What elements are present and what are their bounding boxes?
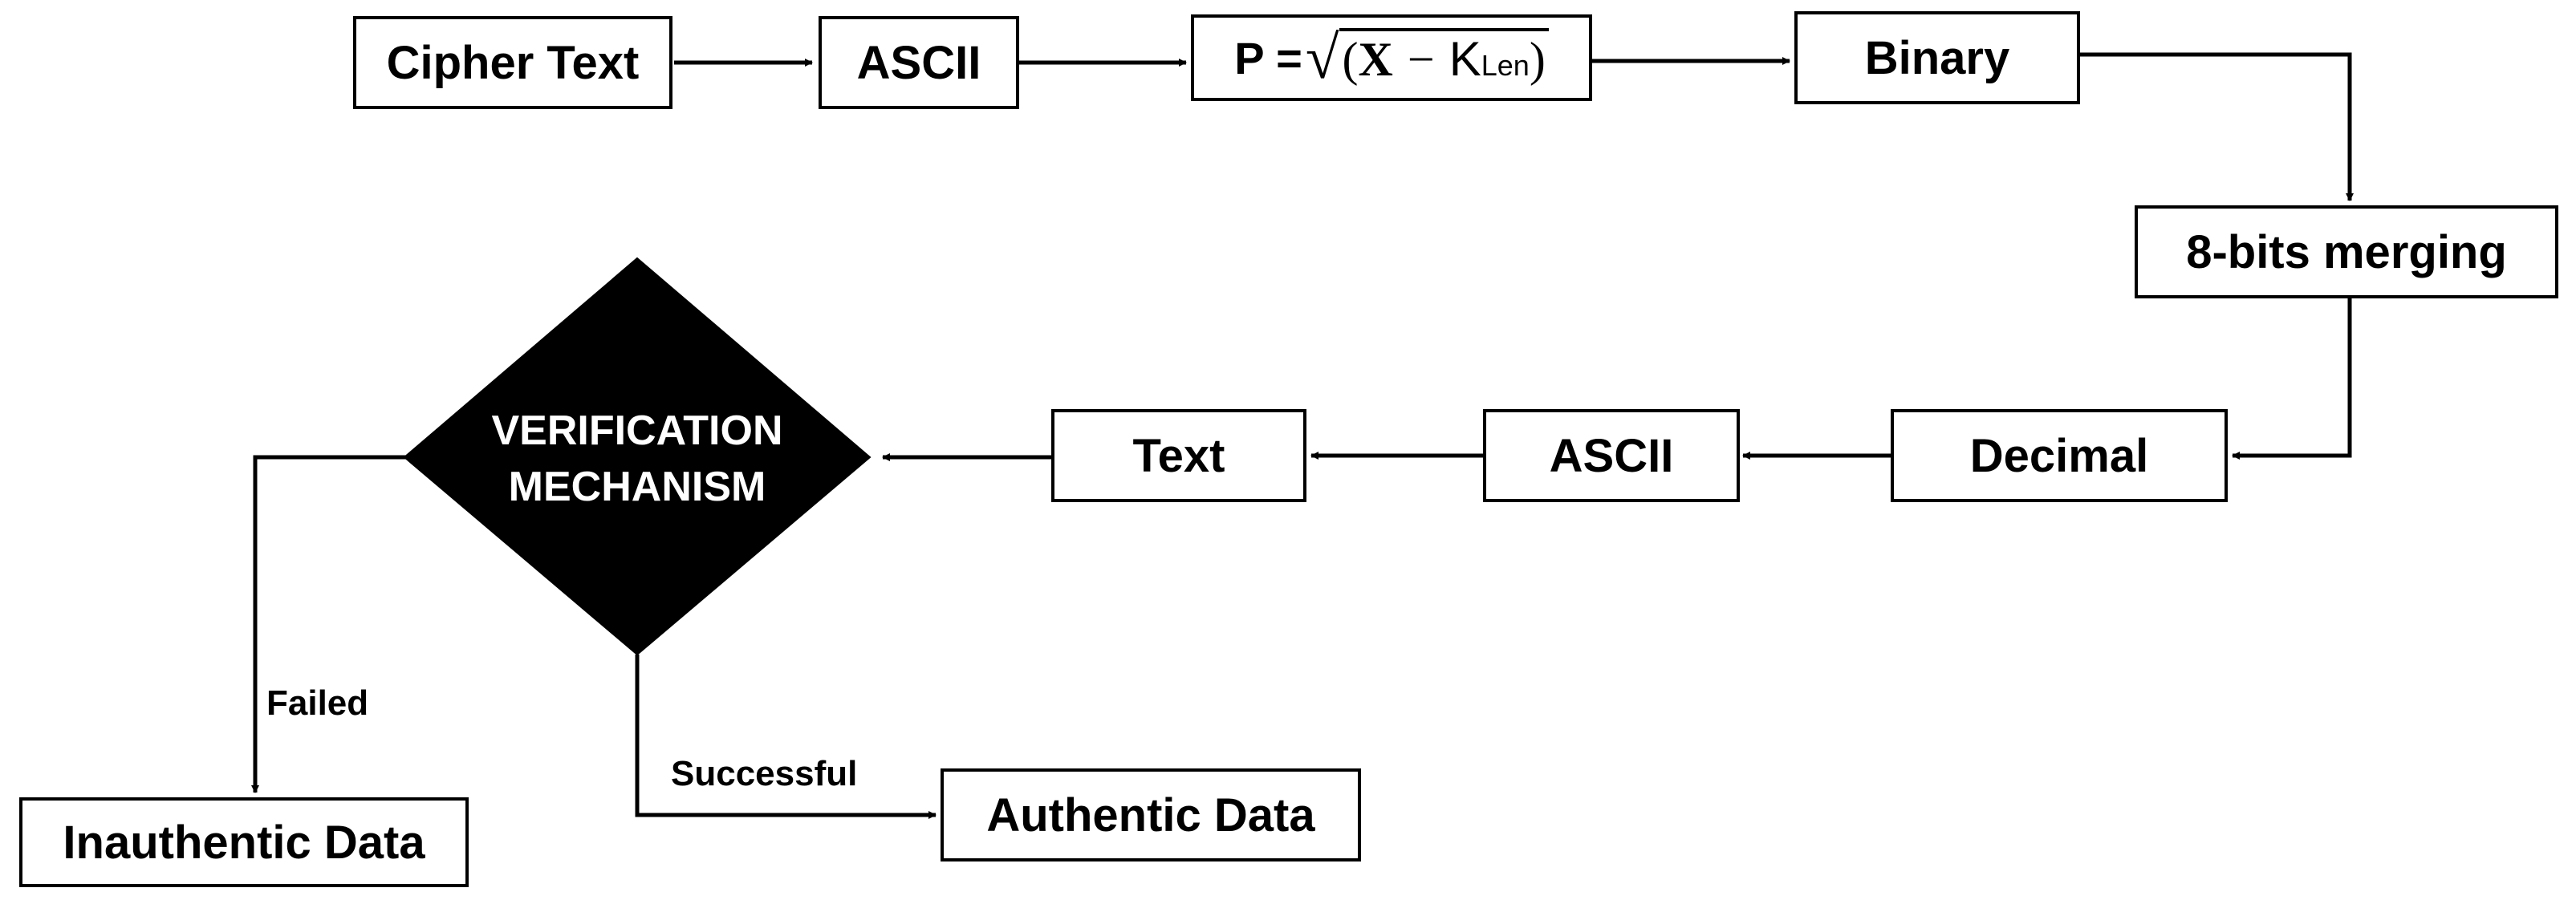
formula-lhs: P =: [1234, 32, 1302, 83]
formula-box: P = √ ( X − K Len ): [1191, 14, 1592, 101]
verification-mechanism-label: VERIFICATION MECHANISM: [404, 403, 870, 515]
cipher-text-box: Cipher Text: [353, 16, 672, 109]
ascii-middle-label: ASCII: [1549, 429, 1674, 482]
formula-radicand: ( X − K Len ): [1339, 28, 1549, 87]
formula-minus: −: [1407, 33, 1435, 86]
decimal-box: Decimal: [1891, 409, 2228, 502]
arrow-failed-to-inauthentic: [251, 455, 406, 793]
merging-box: 8-bits merging: [2135, 205, 2558, 298]
verification-line-1: VERIFICATION: [491, 407, 783, 454]
open-paren: (: [1342, 33, 1359, 86]
inauthentic-data-label: Inauthentic Data: [63, 816, 425, 869]
failed-label: Failed: [266, 683, 369, 723]
text-label: Text: [1132, 429, 1225, 482]
ascii-top-label: ASCII: [856, 36, 981, 89]
successful-label: Successful: [671, 754, 858, 793]
inauthentic-data-box: Inauthentic Data: [19, 797, 469, 887]
verification-diamond: [403, 257, 872, 656]
sqrt-sign: √: [1305, 23, 1339, 91]
arrow-binary-to-merging: [2080, 52, 2354, 201]
verification-line-2: MECHANISM: [508, 464, 766, 510]
authentic-data-label: Authentic Data: [986, 789, 1315, 841]
merging-label: 8-bits merging: [2186, 225, 2507, 278]
decimal-label: Decimal: [1969, 429, 2149, 482]
formula-k-subscript: Len: [1481, 49, 1530, 82]
decryption-formula: P = √ ( X − K Len ): [1234, 23, 1549, 93]
cipher-text-label: Cipher Text: [386, 36, 640, 89]
text-box: Text: [1051, 409, 1306, 502]
arrow-merging-to-decimal: [2232, 298, 2352, 460]
binary-box: Binary: [1794, 11, 2080, 104]
close-paren: ): [1529, 33, 1546, 86]
authentic-data-box: Authentic Data: [941, 768, 1361, 861]
binary-label: Binary: [1864, 31, 2010, 84]
ascii-box-middle: ASCII: [1483, 409, 1740, 502]
ascii-box-top: ASCII: [819, 16, 1019, 109]
arrow-successful-to-authentic: [635, 655, 937, 819]
formula-k: K: [1448, 32, 1481, 86]
formula-x: X: [1358, 33, 1393, 86]
